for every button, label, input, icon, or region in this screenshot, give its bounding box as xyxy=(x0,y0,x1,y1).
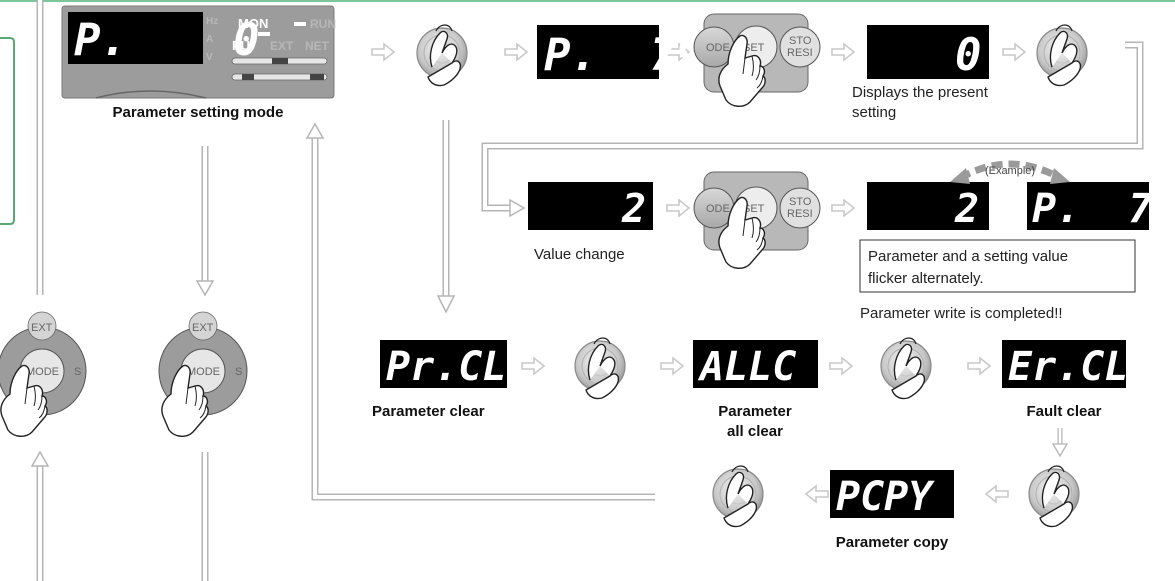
ext-button-label-1: EXT xyxy=(31,322,53,334)
step-arrow-7 xyxy=(831,198,856,218)
stop-label-2: STO xyxy=(789,196,812,208)
lcd-display-zero xyxy=(867,25,989,79)
step-arrow-13 xyxy=(984,484,1009,504)
panel-lamp-mon: MON xyxy=(238,16,268,31)
setting-dial-2[interactable] xyxy=(1036,24,1088,87)
reset-label-2: RESI xyxy=(787,208,813,220)
step-arrow-5 xyxy=(1002,42,1027,62)
set-button-cluster-1: ODE SET STO RESI xyxy=(693,13,821,107)
caption-write-completed: Parameter write is completed!! xyxy=(860,305,1063,322)
flow-line-left-bottom xyxy=(30,450,50,581)
side-button-label-1: S xyxy=(74,366,81,378)
step-arrow-2 xyxy=(504,42,529,62)
mode-button-cluster-2: EXT MODE S xyxy=(158,311,248,437)
mode-button-label-1: MODE xyxy=(26,366,59,378)
step-arrow-10 xyxy=(829,356,854,376)
lcd-text-pcpy: PCPY xyxy=(836,474,935,520)
side-panel-edge xyxy=(0,37,15,225)
ext-button-1[interactable] xyxy=(27,311,57,341)
caption-all-clear-1: Parameter xyxy=(718,403,792,420)
flow-line-row-wrap xyxy=(481,41,1144,218)
setting-dial-1[interactable] xyxy=(416,24,468,87)
lcd-text-prcl: Pr.CL xyxy=(386,344,506,390)
step-arrows xyxy=(371,42,1027,504)
caption-present-setting-2: setting xyxy=(852,104,896,121)
setting-dial-3[interactable] xyxy=(574,337,626,400)
reset-label-1: RESI xyxy=(787,47,813,59)
flow-lines xyxy=(30,0,1144,581)
flow-line-mode-down xyxy=(195,146,215,297)
lcd-display-allc xyxy=(693,340,818,388)
panel-lamp-a: A xyxy=(206,34,213,45)
mode-button-label-2: MODE xyxy=(187,366,220,378)
panel-display: P. 0 xyxy=(74,15,259,66)
set-button-label-2: SET xyxy=(743,203,765,215)
set-button-cluster-2: ODE SET STO RESI xyxy=(693,171,821,269)
panel-lamp-ext: EXT xyxy=(270,39,294,53)
panel-led-run xyxy=(294,22,306,26)
side-button-label-2: S xyxy=(235,366,242,378)
lcd-display-two xyxy=(528,182,653,230)
stop-reset-button-1[interactable] xyxy=(779,26,821,68)
lcd-text-zero: 0 xyxy=(955,30,982,81)
flicker-note-box xyxy=(859,239,1136,293)
panel-caption: Parameter setting mode xyxy=(113,104,284,121)
lcd-display-pcpy xyxy=(830,470,954,518)
setting-dial-4[interactable] xyxy=(880,337,932,400)
operation-panel: P. 0 Hz A V MON RUN PU EXT NET Parameter… xyxy=(61,5,336,121)
panel-lamp-pu: PU xyxy=(232,38,250,53)
lcd-text-two: 2 xyxy=(621,186,646,232)
caption-flicker-1: Parameter and a setting value xyxy=(868,248,1068,265)
step-arrow-8 xyxy=(521,356,546,376)
stop-reset-button-2[interactable] xyxy=(779,187,821,229)
panel-lamp-run: RUN xyxy=(310,17,336,31)
set-button-label-1: SET xyxy=(743,42,765,54)
panel-lamp-v: V xyxy=(206,52,213,63)
caption-param-clear: Parameter clear xyxy=(372,403,485,420)
panel-led-mon xyxy=(258,32,270,36)
panel-lamp-net: NET xyxy=(305,39,330,53)
step-arrow-4 xyxy=(831,42,856,62)
lcd-text-ercl: Er.CL xyxy=(1008,344,1128,390)
step-arrow-1 xyxy=(371,42,396,62)
lcd-display-prcl xyxy=(380,340,507,388)
flow-line-return-loop xyxy=(305,122,655,501)
caption-all-clear-2: all clear xyxy=(727,423,783,440)
lcd-display-p79-example xyxy=(1027,182,1149,230)
caption-fault-clear: Fault clear xyxy=(1026,403,1101,420)
lcd-display-two-example xyxy=(867,182,989,230)
ext-button-2[interactable] xyxy=(188,311,218,341)
setting-dial-5[interactable] xyxy=(1028,465,1080,528)
caption-value-change: Value change xyxy=(534,246,625,263)
caption-example: (Example) xyxy=(985,165,1035,177)
step-arrow-11 xyxy=(967,356,992,376)
mode-button-partial-label-1: ODE xyxy=(706,42,730,54)
flow-line-knob-down xyxy=(436,120,456,314)
alternate-arc-icon xyxy=(950,160,1070,184)
step-arrow-6 xyxy=(666,198,691,218)
lcd-text-two-example: 2 xyxy=(954,186,979,232)
mode-button-cluster-1: EXT MODE S xyxy=(0,311,87,437)
lcd-display-ercl xyxy=(1002,340,1126,388)
lcd-text-p79-example: P. 79 xyxy=(1032,186,1175,232)
flow-line-fault-down xyxy=(1051,428,1069,458)
lcd-text-allc: ALLC xyxy=(697,344,796,390)
panel-lamp-hz: Hz xyxy=(206,16,218,27)
setting-dial-6[interactable] xyxy=(712,465,764,528)
stop-label-1: STO xyxy=(789,35,812,47)
lcd-display-p79 xyxy=(537,25,659,79)
step-arrow-12 xyxy=(804,484,829,504)
ext-button-label-2: EXT xyxy=(192,322,214,334)
lcd-text-p79: P. 79 xyxy=(544,30,703,81)
step-arrow-9 xyxy=(660,356,685,376)
step-arrow-3 xyxy=(666,42,691,62)
mode-button-partial-label-2: ODE xyxy=(706,203,730,215)
caption-flicker-2: flicker alternately. xyxy=(868,270,984,287)
caption-param-copy: Parameter copy xyxy=(836,534,949,551)
caption-present-setting-1: Displays the present xyxy=(852,84,989,101)
